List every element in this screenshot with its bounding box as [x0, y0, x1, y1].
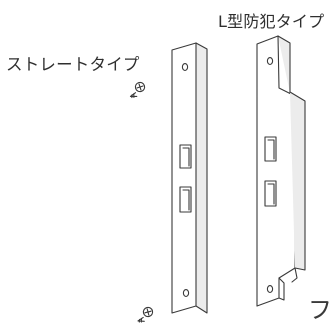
screw-hole-bottom: [182, 289, 190, 297]
screw-hole-top: [181, 63, 189, 71]
partial-label-text: フ: [308, 296, 333, 324]
l-type-label: L型防犯タイプ: [218, 12, 325, 31]
straight-type-label: ストレートタイプ: [6, 55, 140, 74]
screw-hole-top: [266, 57, 274, 65]
wood-screw-icon: [137, 306, 154, 323]
wood-screw-icon: [129, 81, 146, 99]
straight-strike-plate: [171, 42, 208, 314]
screw-hole-bottom: [266, 285, 274, 293]
l-flange: [289, 91, 306, 271]
l-type-strike-plate: [256, 35, 306, 307]
latch-hole-upper: [179, 144, 192, 169]
latch-hole-lower: [264, 180, 277, 207]
latch-hole-lower: [179, 186, 192, 213]
latch-hole-upper: [264, 136, 277, 162]
